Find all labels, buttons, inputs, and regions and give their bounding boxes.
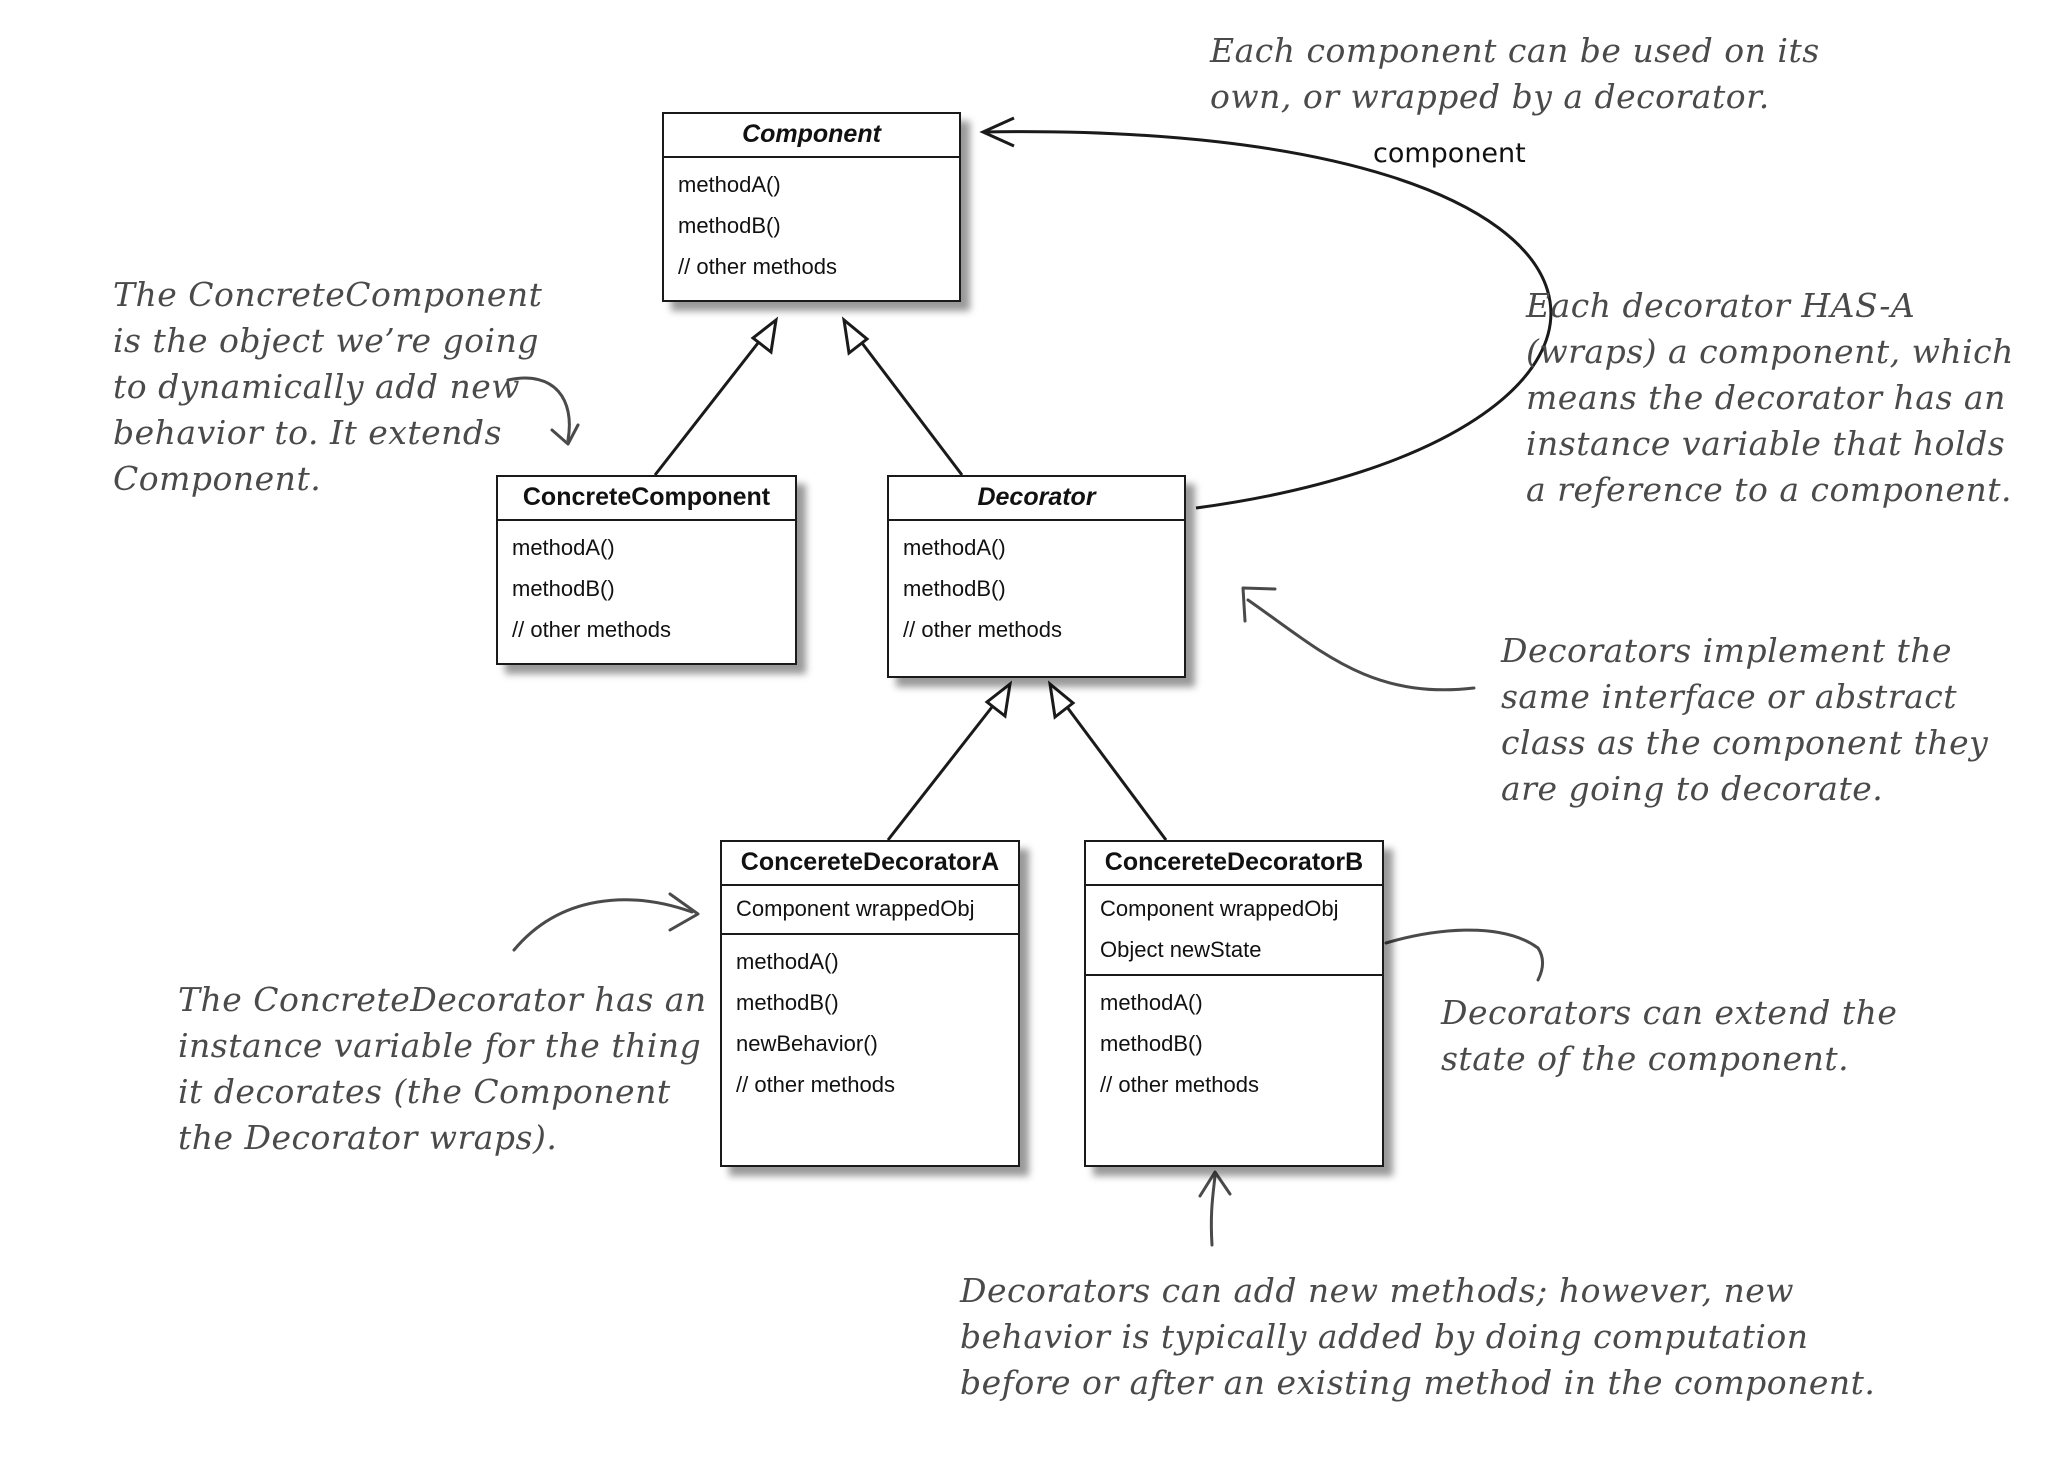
method: methodB() xyxy=(678,213,781,238)
method: // other methods xyxy=(678,254,837,279)
methods-section: methodA() methodB() // other methods xyxy=(889,521,1184,656)
method: // other methods xyxy=(512,617,671,642)
methods-section: methodA() methodB() // other methods xyxy=(1086,976,1382,1111)
attribute: Component wrappedObj xyxy=(736,896,975,921)
concrete-component-note: The ConcreteComponent is the object we’r… xyxy=(113,275,543,498)
new-methods-note: Decorators can add new methods; however,… xyxy=(960,1271,1876,1402)
method: methodA() xyxy=(736,949,839,974)
has-a-note: Each decorator HAS-A (wraps) a component… xyxy=(1526,286,2014,509)
instance-variable-callout-arrowhead xyxy=(668,892,700,932)
inheritance-arrowhead-decorator-b xyxy=(1047,680,1076,720)
association-label: component xyxy=(1373,138,1526,169)
class-concrete-decorator-b: ConcereteDecoratorB Component wrappedObj… xyxy=(1084,840,1384,1167)
method: methodA() xyxy=(903,535,1006,560)
implement-note: Decorators implement the same interface … xyxy=(1501,631,1989,808)
attribute: Object newState xyxy=(1100,937,1262,962)
concrete-component-callout-arrowhead xyxy=(550,423,580,446)
method: methodB() xyxy=(512,576,615,601)
method: // other methods xyxy=(903,617,1062,642)
class-name: ConcereteDecoratorB xyxy=(1086,842,1382,886)
concrete-component-callout-arrow xyxy=(506,376,571,442)
method: methodA() xyxy=(512,535,615,560)
association-loop-line xyxy=(982,130,1553,510)
class-name: ConcreteComponent xyxy=(498,477,795,521)
association-arrowhead xyxy=(979,116,1015,148)
inheritance-line-decorator-b xyxy=(1065,706,1168,841)
instance-variable-note: The ConcreteDecorator has an instance va… xyxy=(178,980,707,1157)
class-concrete-decorator-a: ConcereteDecoratorA Component wrappedObj… xyxy=(720,840,1020,1167)
extend-state-note: Decorators can extend the state of the c… xyxy=(1441,993,1898,1078)
attributes-section: Component wrappedObj xyxy=(722,886,1018,933)
new-methods-callout-arrow xyxy=(1209,1174,1217,1247)
class-decorator: Decorator methodA() methodB() // other m… xyxy=(887,475,1186,678)
section-divider xyxy=(1086,974,1382,976)
inheritance-arrowhead-decorator-a xyxy=(984,680,1013,719)
new-methods-callout-arrowhead xyxy=(1198,1170,1232,1198)
class-name: ConcereteDecoratorA xyxy=(722,842,1018,886)
inheritance-arrowhead-decorator xyxy=(841,316,870,356)
class-component: Component methodA() methodB() // other m… xyxy=(662,112,961,302)
method: newBehavior() xyxy=(736,1031,878,1056)
instance-variable-callout-arrow xyxy=(512,898,694,952)
attributes-section: Component wrappedObj Object newState xyxy=(1086,886,1382,974)
extend-state-callout-line xyxy=(1384,928,1545,982)
inheritance-arrowhead-concrete-component xyxy=(750,316,779,355)
attribute: Component wrappedObj xyxy=(1100,896,1339,921)
methods-section: methodA() methodB() // other methods xyxy=(664,158,959,293)
method: // other methods xyxy=(736,1072,895,1097)
method: methodB() xyxy=(903,576,1006,601)
section-divider xyxy=(722,933,1018,935)
methods-section: methodA() methodB() // other methods xyxy=(498,521,795,656)
method: // other methods xyxy=(1100,1072,1259,1097)
inheritance-line-decorator xyxy=(860,342,964,476)
method: methodB() xyxy=(736,990,839,1015)
class-name: Decorator xyxy=(889,477,1184,521)
component-note: Each component can be used on its own, o… xyxy=(1210,31,1820,116)
class-name: Component xyxy=(664,114,959,158)
method: methodA() xyxy=(678,172,781,197)
inheritance-line-concrete-component xyxy=(653,342,760,476)
class-concrete-component: ConcreteComponent methodA() methodB() //… xyxy=(496,475,797,665)
implement-callout-arrowhead xyxy=(1241,586,1277,623)
implement-callout-arrow xyxy=(1246,598,1476,692)
inheritance-line-decorator-a xyxy=(886,706,994,841)
method: methodA() xyxy=(1100,990,1203,1015)
method: methodB() xyxy=(1100,1031,1203,1056)
methods-section: methodA() methodB() newBehavior() // oth… xyxy=(722,935,1018,1111)
